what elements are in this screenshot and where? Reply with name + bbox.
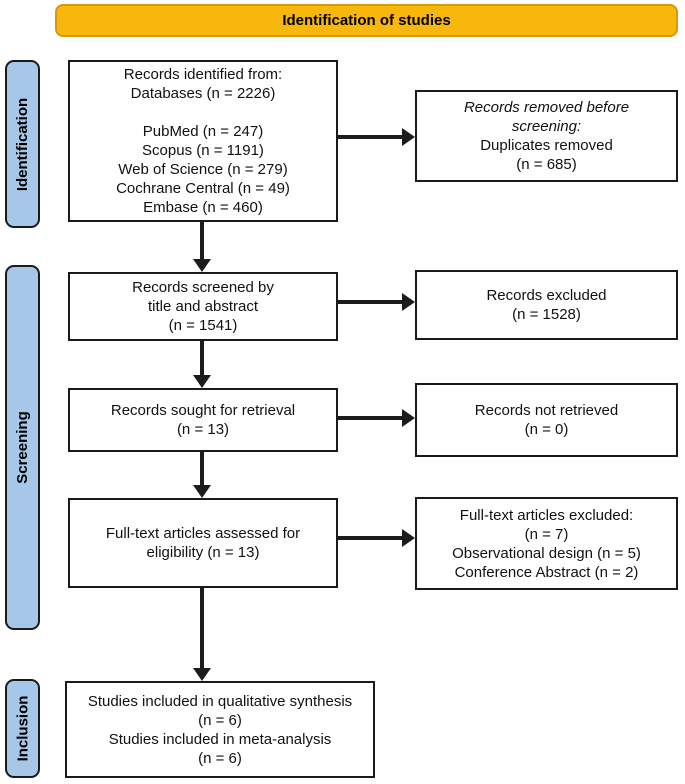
arrow-head bbox=[402, 409, 415, 427]
box-line: Records not retrieved bbox=[474, 402, 619, 419]
box-line: screening: bbox=[511, 118, 582, 135]
box-line: Records sought for retrieval bbox=[110, 402, 296, 419]
arrow-head bbox=[193, 259, 211, 272]
down-arrow-icon bbox=[193, 341, 211, 388]
box-fulltext-excluded: Full-text articles excluded: (n = 7) Obs… bbox=[415, 497, 678, 590]
box-line: Records removed before bbox=[463, 99, 630, 116]
box-line: Records excluded bbox=[486, 287, 607, 304]
box-line: Conference Abstract (n = 2) bbox=[454, 563, 639, 581]
box-line: Web of Science (n = 279) bbox=[118, 161, 288, 178]
box-line: Full-text articles assessed for bbox=[105, 525, 301, 542]
box-line-spacer bbox=[76, 103, 330, 122]
right-arrow-icon bbox=[338, 409, 415, 427]
box-line: (n = 6) bbox=[198, 749, 242, 767]
arrow-shaft bbox=[200, 588, 204, 668]
box-line: Scopus (n = 1191) bbox=[142, 142, 264, 159]
arrow-shaft bbox=[338, 135, 402, 139]
arrow-shaft bbox=[338, 536, 402, 540]
box-line: title and abstract bbox=[147, 298, 259, 315]
stage-label-inclusion: Inclusion bbox=[5, 679, 40, 778]
box-line: (n = 685) bbox=[516, 156, 577, 173]
stage-label-identification: Identification bbox=[5, 60, 40, 228]
box-records-not-retrieved: Records not retrieved (n = 0) bbox=[415, 383, 678, 457]
box-records-screened: Records screened by title and abstract (… bbox=[68, 272, 338, 341]
box-line: (n = 1528) bbox=[512, 306, 581, 323]
arrow-head bbox=[193, 485, 211, 498]
banner-title: Identification of studies bbox=[282, 12, 451, 29]
box-line: eligibility (n = 13) bbox=[146, 544, 260, 561]
down-arrow-icon bbox=[193, 452, 211, 498]
arrow-shaft bbox=[200, 222, 204, 259]
box-fulltext-assessed: Full-text articles assessed for eligibil… bbox=[68, 498, 338, 588]
box-line: (n = 0) bbox=[524, 421, 569, 438]
box-line: Records screened by bbox=[132, 279, 274, 296]
box-line: Cochrane Central (n = 49) bbox=[116, 180, 290, 197]
right-arrow-icon bbox=[338, 529, 415, 547]
stage-label-screening-text: Screening bbox=[14, 411, 31, 484]
arrow-head bbox=[402, 128, 415, 146]
right-arrow-icon bbox=[338, 128, 415, 146]
stage-label-identification-text: Identification bbox=[14, 97, 31, 191]
arrow-head bbox=[402, 293, 415, 311]
box-records-excluded: Records excluded (n = 1528) bbox=[415, 270, 678, 340]
box-line: (n = 1541) bbox=[168, 317, 238, 334]
box-line: Duplicates removed bbox=[480, 137, 613, 154]
arrow-shaft bbox=[338, 416, 402, 420]
down-arrow-icon bbox=[193, 222, 211, 272]
arrow-head bbox=[193, 668, 211, 681]
box-records-identified: Records identified from: Databases (n = … bbox=[68, 60, 338, 222]
stage-label-inclusion-text: Inclusion bbox=[14, 695, 31, 762]
box-line: Observational design (n = 5) bbox=[452, 544, 641, 562]
stage-label-screening: Screening bbox=[5, 265, 40, 630]
box-line: (n = 6) bbox=[198, 711, 242, 729]
box-line: Studies included in meta-analysis bbox=[108, 730, 332, 748]
box-line: (n = 7) bbox=[524, 525, 569, 543]
down-arrow-icon bbox=[193, 588, 211, 681]
box-records-sought: Records sought for retrieval (n = 13) bbox=[68, 388, 338, 452]
box-line: (n = 13) bbox=[176, 421, 230, 438]
arrow-shaft bbox=[338, 300, 402, 304]
box-records-removed: Records removed before screening: Duplic… bbox=[415, 90, 678, 182]
arrow-shaft bbox=[200, 452, 204, 485]
box-line: Records identified from: bbox=[123, 66, 283, 83]
right-arrow-icon bbox=[338, 293, 415, 311]
arrow-head bbox=[193, 375, 211, 388]
box-line: PubMed (n = 247) bbox=[142, 123, 264, 140]
box-line: Databases (n = 2226) bbox=[130, 85, 276, 102]
box-line: Full-text articles excluded: bbox=[459, 506, 634, 524]
arrow-head bbox=[402, 529, 415, 547]
box-line: Embase (n = 460) bbox=[143, 199, 263, 216]
box-line: Studies included in qualitative synthesi… bbox=[87, 692, 353, 710]
box-studies-included: Studies included in qualitative synthesi… bbox=[65, 681, 375, 778]
banner-identification-of-studies: Identification of studies bbox=[55, 4, 678, 37]
arrow-shaft bbox=[200, 341, 204, 375]
